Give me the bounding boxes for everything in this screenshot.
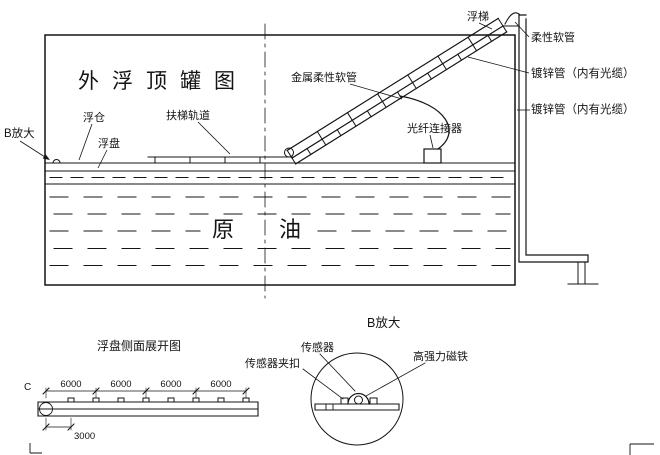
leader-lines bbox=[19, 21, 530, 169]
leader-sensor bbox=[319, 353, 356, 392]
label-galvanized-pipe-lower: 镀锌管（内有光缆） bbox=[531, 102, 635, 116]
label-detail-b-ref: B放大 bbox=[4, 126, 35, 140]
dim-6000-3: 6000 bbox=[160, 379, 181, 390]
leader-detail-b bbox=[19, 140, 46, 158]
label-magnet: 高强力磁铁 bbox=[413, 349, 468, 363]
deck-profile-view bbox=[37, 387, 259, 431]
label-ladder-track: 扶梯轨道 bbox=[166, 108, 210, 122]
riser-pipe bbox=[518, 14, 589, 263]
leader-fiber-connector bbox=[429, 134, 434, 149]
label-detail-c-ref: C bbox=[24, 382, 31, 393]
leader-flexible-hose bbox=[514, 21, 530, 38]
label-sensor-clip: 传感器夹扣 bbox=[245, 356, 300, 370]
sensor-clip-blocks bbox=[340, 397, 378, 405]
dim-3000: 3000 bbox=[74, 431, 95, 442]
top-hose-curl bbox=[504, 12, 521, 25]
metal-hose-curve bbox=[399, 95, 450, 150]
profile-strip bbox=[37, 401, 259, 417]
leader-float-pontoon bbox=[78, 123, 93, 161]
label-metal-flexible-hose: 金属柔性软管 bbox=[291, 70, 357, 84]
fiber-connector-box bbox=[423, 148, 442, 164]
label-flexible-hose: 柔性软管 bbox=[531, 30, 575, 44]
detail-b-arrowhead bbox=[42, 154, 50, 160]
label-float-pontoon: 浮仓 bbox=[83, 110, 105, 124]
label-fiber-connector: 光纤连接器 bbox=[407, 121, 462, 135]
ladder-steps bbox=[291, 25, 508, 165]
tank-elevation bbox=[44, 12, 599, 299]
profile-title: 浮盘侧面展开图 bbox=[97, 338, 181, 353]
ladder-wheel bbox=[284, 147, 294, 158]
detail-base-ticks bbox=[325, 403, 334, 411]
drawing-title: 外浮顶罐图 bbox=[78, 70, 248, 93]
detail-c-circle bbox=[39, 402, 53, 416]
ladder-track bbox=[147, 156, 294, 164]
label-floating-ladder: 浮梯 bbox=[467, 10, 489, 23]
deck-sensor-hump bbox=[52, 159, 61, 164]
floating-deck-lines bbox=[44, 162, 516, 185]
leader-metal-hose bbox=[349, 83, 403, 100]
label-galvanized-pipe-upper: 镀锌管（内有光缆） bbox=[531, 66, 635, 80]
detail-b-view bbox=[302, 352, 426, 446]
leader-floating-ladder bbox=[478, 22, 493, 30]
dim-6000-1: 6000 bbox=[60, 379, 81, 390]
tank-outline bbox=[44, 34, 516, 286]
sensor-hump bbox=[347, 392, 370, 405]
detail-b-circle bbox=[310, 352, 404, 446]
leader-galvanized-upper bbox=[467, 56, 530, 74]
dimension-ticks bbox=[42, 387, 250, 431]
dimension-extension-lines bbox=[45, 387, 247, 431]
leader-sensor-clip bbox=[302, 368, 344, 400]
label-float-deck: 浮盘 bbox=[98, 136, 120, 150]
leader-magnet bbox=[365, 362, 426, 397]
label-sensor: 传感器 bbox=[301, 341, 334, 354]
magnet-circle bbox=[354, 395, 363, 405]
dim-6000-2: 6000 bbox=[110, 379, 131, 390]
dim-6000-4: 6000 bbox=[210, 379, 231, 390]
leader-ladder-track bbox=[197, 121, 231, 155]
rolling-ladder-stringers bbox=[286, 17, 508, 165]
detail-b-title: B放大 bbox=[367, 315, 400, 330]
oil-label: 原油 bbox=[212, 217, 346, 242]
leader-float-deck bbox=[97, 149, 108, 169]
oil-dash-rows bbox=[49, 196, 511, 266]
frame-corner-marks bbox=[29, 443, 654, 455]
pipe-support bbox=[567, 261, 599, 285]
ladder-rail-posts bbox=[286, 17, 504, 159]
strip-sensor-marks bbox=[67, 397, 250, 403]
detail-base-lines bbox=[314, 403, 400, 411]
